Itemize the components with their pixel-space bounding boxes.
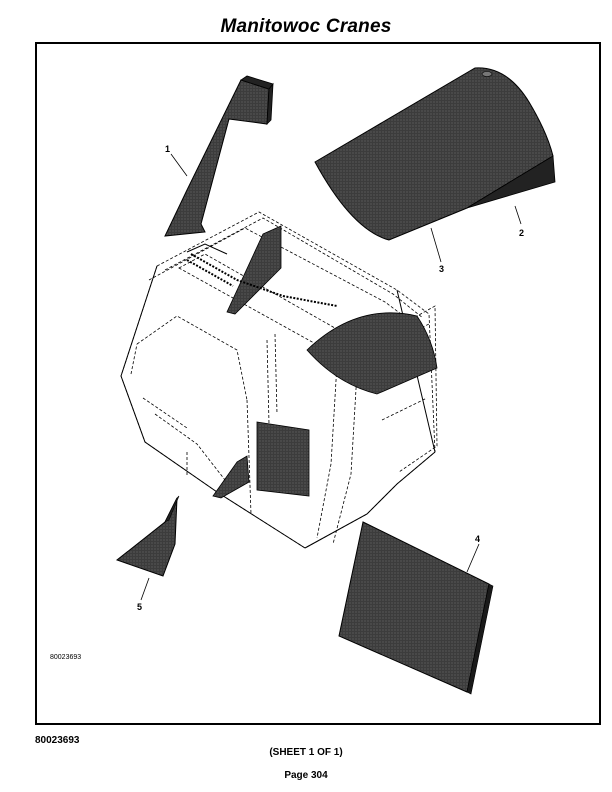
callout-2: 2 <box>519 228 524 238</box>
drawing-frame: 1 2 3 4 5 <box>35 42 601 725</box>
leader-lines <box>140 153 522 601</box>
parts-illustration: 1 2 3 4 5 <box>115 67 556 695</box>
sheet-label: (SHEET 1 OF 1) <box>269 747 343 758</box>
part-5-panel <box>115 495 180 577</box>
part-2-3-panel <box>314 67 556 241</box>
installed-panels <box>186 225 438 499</box>
part-1-panel <box>164 75 274 237</box>
inner-drawing-number: 80023693 <box>50 654 82 661</box>
callout-1: 1 <box>165 144 170 154</box>
drawing-number: 80023693 <box>35 735 80 746</box>
cab-structure <box>120 243 436 549</box>
callout-4: 4 <box>475 534 480 544</box>
page-number: Page 304 <box>284 770 328 781</box>
callout-3: 3 <box>439 264 444 274</box>
part-4-panel <box>338 521 494 695</box>
page-title: Manitowoc Cranes <box>220 16 392 37</box>
callout-5: 5 <box>137 602 142 612</box>
